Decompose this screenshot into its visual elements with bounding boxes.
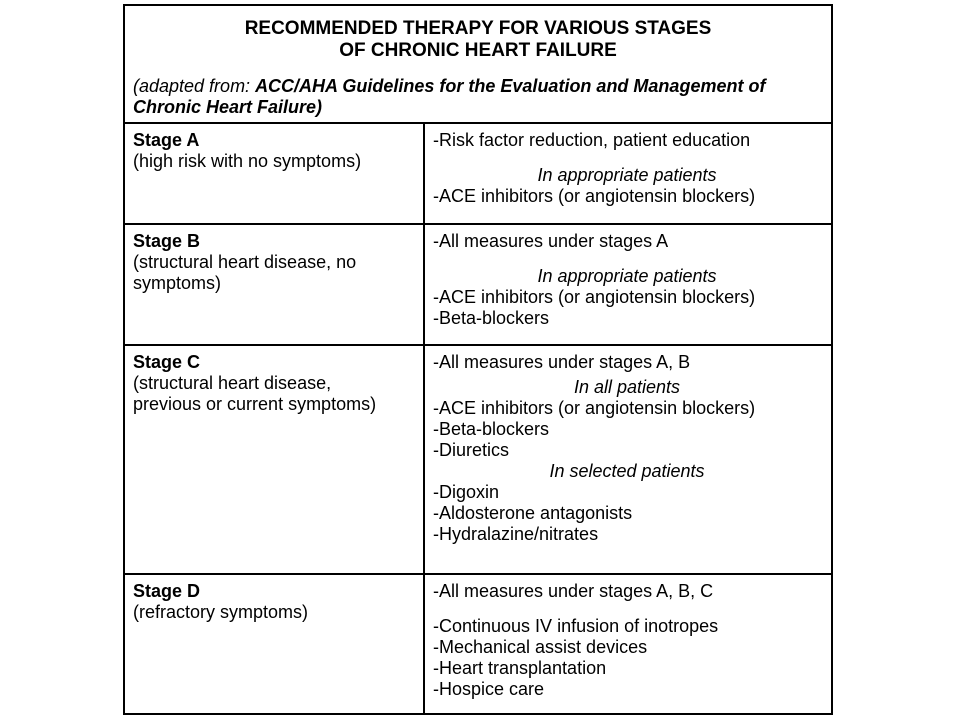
source-note-title-2: Chronic Heart Failure) <box>133 97 323 117</box>
therapy-cell: -All measures under stages A, B In all p… <box>433 352 829 545</box>
stage-cell: Stage A (high risk with no symptoms) <box>133 130 419 172</box>
stage-description: (refractory symptoms) <box>133 602 309 622</box>
stage-cell: Stage D (refractory symptoms) <box>133 581 419 623</box>
source-note-title-1: ACC/AHA Guidelines for the Evaluation an… <box>255 76 766 96</box>
therapy-line: -ACE inhibitors (or angiotensin blockers… <box>433 186 756 206</box>
therapy-cell: -All measures under stages A, B, C -Cont… <box>433 581 829 700</box>
therapy-cell: -Risk factor reduction, patient educatio… <box>433 130 829 207</box>
therapy-subheading: In all patients <box>573 377 681 397</box>
table-row-stage-a: Stage A (high risk with no symptoms) -Ri… <box>125 124 831 225</box>
therapy-line: -ACE inhibitors (or angiotensin blockers… <box>433 287 756 307</box>
table-title-line-2: OF CHRONIC HEART FAILURE <box>339 40 617 61</box>
table-row-stage-d: Stage D (refractory symptoms) -All measu… <box>125 575 831 713</box>
stage-description: (structural heart disease, previous or c… <box>133 373 377 414</box>
therapy-subheading: In appropriate patients <box>537 266 717 286</box>
stage-cell: Stage B (structural heart disease, no sy… <box>133 231 419 294</box>
source-note: (adapted from: ACC/AHA Guidelines for th… <box>133 76 827 118</box>
stage-name: Stage B <box>133 231 201 251</box>
therapy-line: -All measures under stages A <box>433 231 669 251</box>
therapy-line: -Diuretics <box>433 440 510 460</box>
stage-name: Stage A <box>133 130 200 150</box>
column-divider <box>423 225 425 344</box>
therapy-line: -Hospice care <box>433 679 545 699</box>
table-row-stage-b: Stage B (structural heart disease, no sy… <box>125 225 831 346</box>
column-divider <box>423 346 425 573</box>
therapy-line: -All measures under stages A, B <box>433 352 691 372</box>
therapy-line: -Aldosterone antagonists <box>433 503 633 523</box>
source-note-lead: (adapted from: <box>133 76 256 96</box>
therapy-line: -Heart transplantation <box>433 658 607 678</box>
stage-description: (structural heart disease, no symptoms) <box>133 252 357 293</box>
therapy-line: -Continuous IV infusion of inotropes <box>433 616 719 636</box>
stage-description: (high risk with no symptoms) <box>133 151 362 171</box>
stage-name: Stage D <box>133 581 201 601</box>
therapy-line: -Hydralazine/nitrates <box>433 524 599 544</box>
column-divider <box>423 575 425 713</box>
stage-cell: Stage C (structural heart disease, previ… <box>133 352 419 415</box>
table-title-line-1: RECOMMENDED THERAPY FOR VARIOUS STAGES <box>244 18 712 39</box>
table-row-stage-c: Stage C (structural heart disease, previ… <box>125 346 831 575</box>
therapy-line: -Beta-blockers <box>433 308 550 328</box>
therapy-subheading: In selected patients <box>549 461 705 481</box>
therapy-line: -Mechanical assist devices <box>433 637 648 657</box>
stage-name: Stage C <box>133 352 201 372</box>
therapy-table: RECOMMENDED THERAPY FOR VARIOUS STAGES O… <box>123 4 833 715</box>
therapy-line: -Digoxin <box>433 482 500 502</box>
therapy-line: -Beta-blockers <box>433 419 550 439</box>
table-header: RECOMMENDED THERAPY FOR VARIOUS STAGES O… <box>125 6 831 124</box>
therapy-line: -All measures under stages A, B, C <box>433 581 714 601</box>
therapy-subheading: In appropriate patients <box>537 165 717 185</box>
therapy-line: -Risk factor reduction, patient educatio… <box>433 130 751 150</box>
therapy-cell: -All measures under stages A In appropri… <box>433 231 829 329</box>
column-divider <box>423 124 425 223</box>
therapy-line: -ACE inhibitors (or angiotensin blockers… <box>433 398 756 418</box>
